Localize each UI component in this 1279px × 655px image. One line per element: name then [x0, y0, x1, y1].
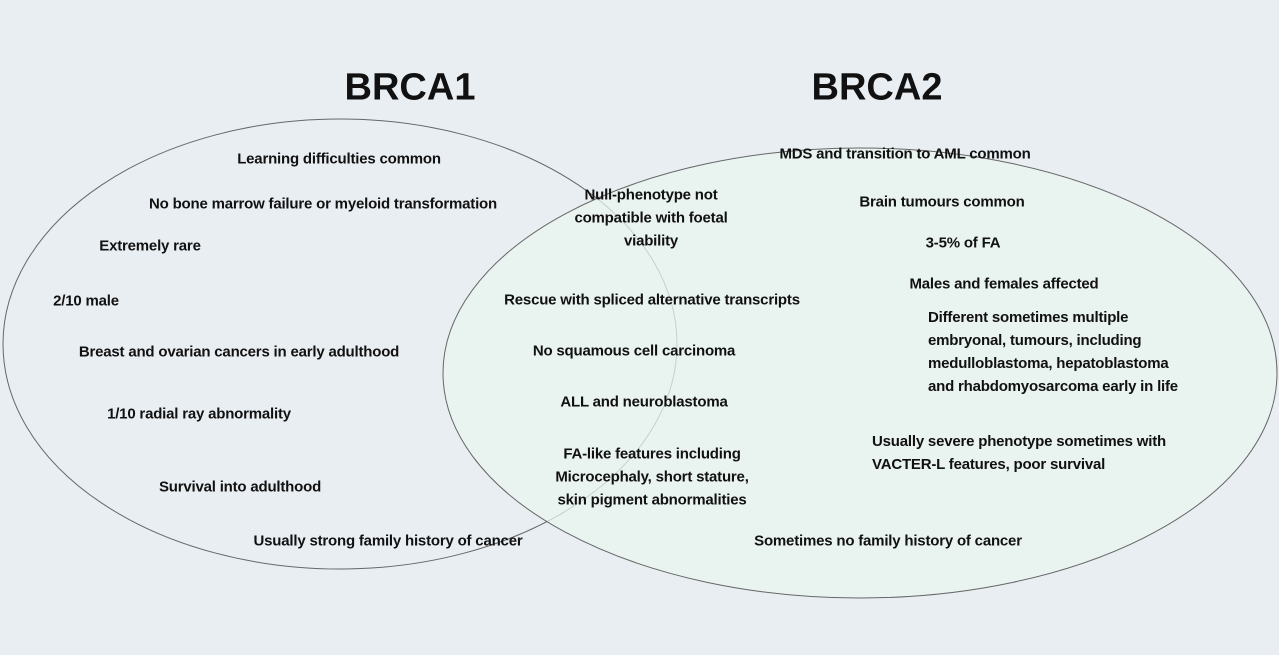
brca2-item: Brain tumours common — [859, 193, 1025, 211]
text-line: VACTER-L features, poor survival — [872, 456, 1106, 473]
brca2-item: Males and females affected — [909, 275, 1099, 293]
brca1-item: 1/10 radial ray abnormality — [107, 405, 291, 423]
brca2-tumours: Different sometimes multiple embryonal, … — [928, 306, 1178, 398]
shared-item: ALL and neuroblastoma — [560, 393, 728, 411]
text-line: viability — [623, 232, 679, 250]
shared-item: Rescue with spliced alternative transcri… — [504, 291, 800, 309]
brca2-ellipse — [442, 147, 1278, 599]
brca1-item: 2/10 male — [53, 292, 119, 310]
text-line: Microcephaly, short stature, — [555, 468, 749, 486]
text-line: Different sometimes multiple — [928, 309, 1129, 326]
text-line: and rhabdomyosarcoma early in life — [928, 378, 1178, 395]
brca2-severe: Usually severe phenotype sometimes with … — [872, 430, 1166, 476]
shared-item: No squamous cell carcinoma — [532, 342, 736, 360]
brca1-item: Survival into adulthood — [158, 478, 322, 496]
text-line: FA-like features including — [563, 445, 741, 463]
shared-fa-like: FA-like features including Microcephaly,… — [555, 443, 749, 512]
brca1-item: Breast and ovarian cancers in early adul… — [78, 343, 400, 361]
brca1-item: No bone marrow failure or myeloid transf… — [149, 195, 497, 213]
brca1-item: Extremely rare — [99, 237, 201, 255]
brca2-item: Sometimes no family history of cancer — [754, 532, 1022, 550]
text-line: compatible with foetal — [574, 209, 728, 227]
brca1-title: BRCA1 — [344, 66, 476, 109]
text-line: skin pigment abnormalities — [557, 491, 747, 509]
brca2-item: MDS and transition to AML common — [779, 145, 1031, 163]
text-line: Usually severe phenotype sometimes with — [872, 433, 1166, 450]
brca2-title: BRCA2 — [811, 66, 943, 109]
brca1-item: Usually strong family history of cancer — [253, 532, 523, 550]
brca1-item: Learning difficulties common — [237, 150, 441, 168]
shared-null-phenotype: Null-phenotype not compatible with foeta… — [574, 184, 727, 253]
text-line: embryonal, tumours, including — [928, 332, 1142, 349]
brca2-item: 3-5% of FA — [925, 234, 1001, 252]
text-line: Null-phenotype not — [584, 186, 718, 204]
text-line: medulloblastoma, hepatoblastoma — [928, 355, 1169, 372]
